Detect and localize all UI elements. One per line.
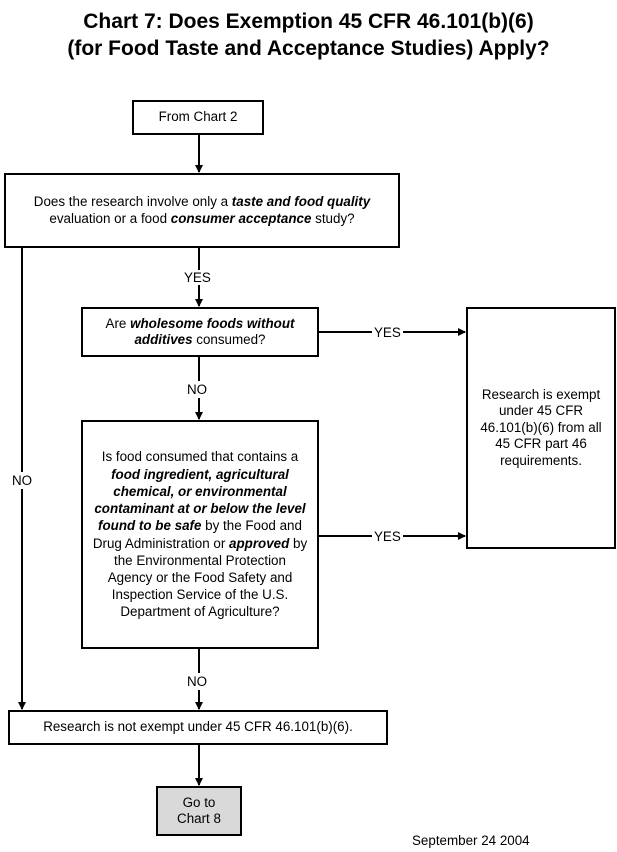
title-line-2: (for Food Taste and Acceptance Studies) … [67, 37, 550, 60]
label-no-q2: NO [187, 381, 208, 398]
label-no-q3: NO [187, 673, 208, 690]
goto-chart-8: Go to Chart 8 [156, 786, 242, 836]
title-line-1: Chart 7: Does Exemption 45 CFR 46.101(b)… [83, 10, 534, 33]
label-no-left: NO [12, 472, 33, 489]
footer-date: September 24 2004 [412, 833, 530, 848]
label-yes-q1: YES [184, 270, 211, 285]
question-food-ingredient: Is food consumed that contains a food in… [81, 420, 319, 649]
label-yes-q2: YES [372, 325, 403, 340]
start-node: From Chart 2 [132, 100, 264, 135]
question-taste-acceptance: Does the research involve only a taste a… [4, 173, 400, 248]
label-yes-q3: YES [372, 529, 403, 544]
question-wholesome-foods: Are wholesome foods without additives co… [81, 307, 319, 357]
page-title: Chart 7: Does Exemption 45 CFR 46.101(b)… [0, 8, 617, 62]
result-not-exempt: Research is not exempt under 45 CFR 46.1… [8, 710, 388, 745]
result-exempt: Research is exempt under 45 CFR 46.101(b… [466, 307, 616, 549]
